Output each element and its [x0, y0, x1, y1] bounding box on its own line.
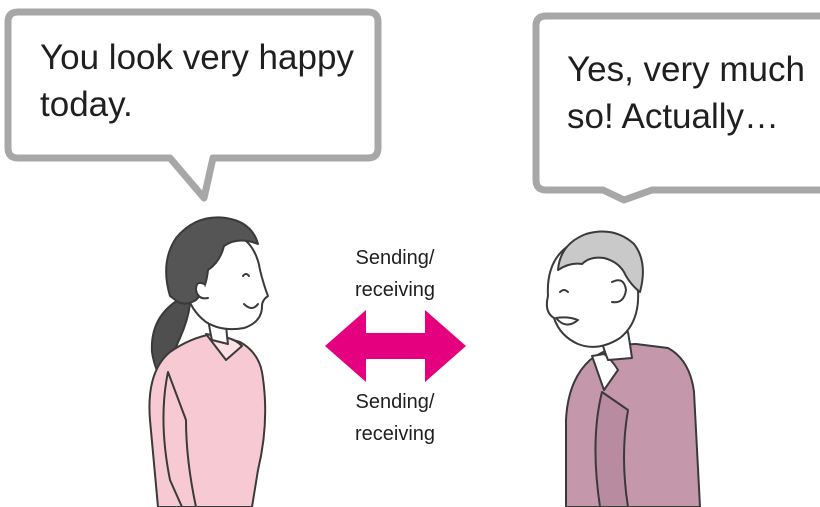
- exchange-label-line: Sending/: [355, 247, 435, 269]
- speech-bubble-left: [4, 8, 382, 202]
- elderly-man-mouth: [555, 316, 579, 326]
- exchange-label-line: receiving: [354, 423, 436, 445]
- exchange-label-line: Sending/: [355, 391, 435, 413]
- elderly-man-figure: [545, 230, 701, 507]
- elderly-man-sleeve: [594, 391, 629, 507]
- caregiver-hair: [165, 216, 259, 305]
- elderly-man-vest: [565, 343, 701, 507]
- double-headed-arrow-icon: [325, 310, 466, 382]
- speech-bubble-left-text: You look very happy today.: [40, 34, 354, 128]
- caregiver-eye: [242, 273, 250, 277]
- elderly-man-collar: [591, 353, 619, 391]
- speech-bubble-right: [532, 12, 820, 204]
- caregiver-ear: [195, 281, 209, 300]
- caregiver-figure: [148, 216, 269, 507]
- exchange-label-top: Sending/ receiving: [320, 242, 470, 306]
- speech-line: You look very happy: [40, 38, 354, 77]
- speech-line: Yes, very much: [567, 50, 805, 89]
- caregiver-arm: [162, 371, 197, 507]
- speech-line: today.: [40, 85, 133, 124]
- elderly-man-ear: [611, 279, 627, 304]
- speech-line: so! Actually…: [567, 97, 780, 136]
- speech-bubble-right-text: Yes, very much so! Actually…: [567, 46, 805, 140]
- elderly-man-hair: [557, 230, 644, 293]
- elderly-man-eye: [559, 289, 569, 293]
- exchange-label-bottom: Sending/ receiving: [320, 386, 470, 450]
- caregiver-mouth: [243, 303, 259, 309]
- exchange-label-line: receiving: [354, 279, 436, 301]
